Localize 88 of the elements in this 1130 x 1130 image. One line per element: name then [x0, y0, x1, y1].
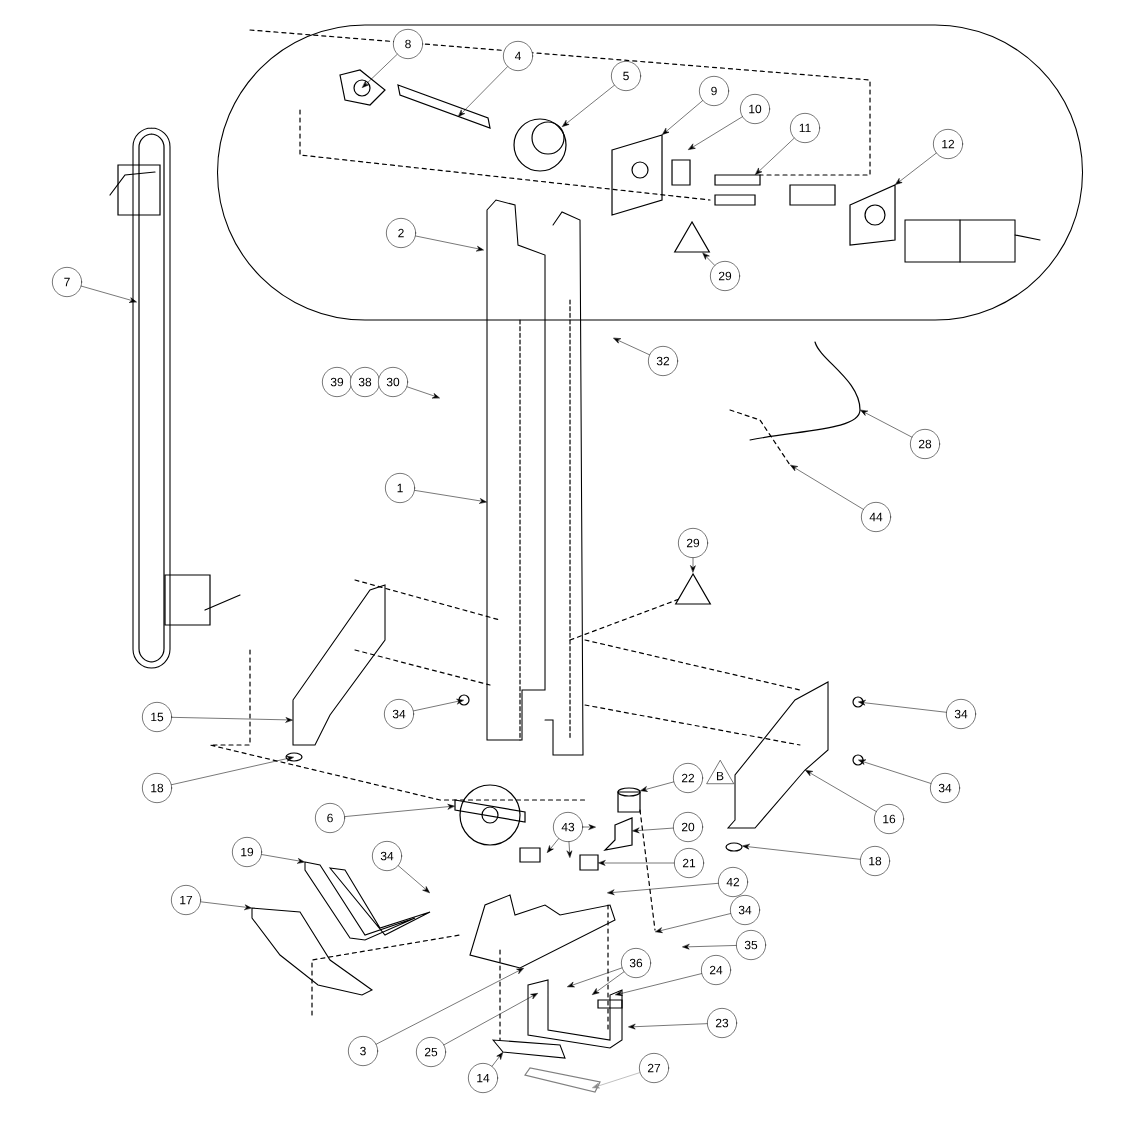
leader-line [415, 235, 484, 252]
leader-line [858, 759, 932, 784]
callout-number: 34 [930, 773, 960, 803]
callout-number: 10 [740, 94, 770, 124]
callout-number: 6 [315, 803, 345, 833]
callout-number: 16 [874, 804, 904, 834]
leader-line [790, 465, 864, 510]
leader-line [443, 993, 538, 1046]
callout-number: 28 [910, 429, 940, 459]
callout-number: 35 [736, 930, 766, 960]
callout-number: 12 [933, 129, 963, 159]
callout-number: 44 [861, 502, 891, 532]
callout-number: 30 [378, 367, 408, 397]
leader-line [858, 700, 947, 713]
callout-number: 36 [621, 948, 651, 978]
callout-number: 18 [860, 846, 890, 876]
leader-line [592, 971, 625, 995]
leader-line [458, 66, 508, 117]
callout-number: 32 [648, 346, 678, 376]
leader-line [615, 973, 702, 996]
leader-line [567, 967, 623, 988]
callout-number: 29 [710, 261, 740, 291]
leader-line [805, 770, 877, 812]
leader-line [895, 152, 937, 185]
leader-line [261, 854, 305, 864]
callout-number: 29 [678, 528, 708, 558]
leader-line [682, 944, 737, 950]
callout-number: 43 [553, 812, 583, 842]
callout-number: 25 [416, 1037, 446, 1067]
leader-line [755, 137, 795, 175]
callout-number: 1 [385, 473, 415, 503]
callout-number: 22 [673, 763, 703, 793]
callout-number: 24 [701, 955, 731, 985]
callout-number: 8 [393, 29, 423, 59]
leader-line [598, 860, 675, 866]
leader-line [640, 781, 674, 792]
leader-line [582, 824, 596, 830]
callout-number: 7 [52, 267, 82, 297]
leader-line [688, 116, 743, 150]
leader-line [860, 410, 913, 438]
leader-line [200, 901, 252, 910]
leader-line [491, 1052, 503, 1067]
callout-number: 14 [468, 1063, 498, 1093]
callout-number: 15 [142, 702, 172, 732]
leader-line [171, 755, 294, 785]
callout-number: 39 [322, 367, 352, 397]
leader-line [607, 883, 719, 896]
callout-number: 11 [790, 113, 820, 143]
leader-line [566, 841, 573, 858]
leader-line [655, 913, 731, 933]
callout-number: 42 [718, 867, 748, 897]
leader-line [632, 827, 674, 834]
leader-line [702, 252, 715, 266]
leader-line [413, 698, 464, 712]
callout-number: 34 [730, 895, 760, 925]
leader-line [81, 285, 137, 303]
leader-line [628, 1023, 708, 1030]
callout-number: 18 [142, 773, 172, 803]
leader-line [171, 717, 293, 723]
callout-number: 21 [674, 848, 704, 878]
callout-number: 3 [348, 1036, 378, 1066]
leader-line [562, 85, 615, 127]
callout-number: 20 [673, 812, 703, 842]
callout-number: 17 [171, 885, 201, 915]
leader-line [547, 838, 559, 853]
leader-line [344, 804, 455, 817]
callout-number: 27 [639, 1053, 669, 1083]
callout-number: 4 [503, 41, 533, 71]
revision-triangle: B [706, 760, 734, 784]
leader-line [592, 1072, 641, 1089]
leader-line [613, 338, 650, 356]
callout-number: 9 [699, 76, 729, 106]
leader-line [414, 490, 487, 504]
callout-number: 38 [350, 367, 380, 397]
leader-line [376, 968, 524, 1045]
leader-line [398, 865, 430, 893]
leader-line [742, 844, 861, 860]
callout-number: 19 [232, 837, 262, 867]
leader-line [662, 100, 703, 135]
callout-number: 2 [386, 218, 416, 248]
leader-line [406, 386, 440, 399]
leader-line [362, 54, 398, 88]
callout-number: 34 [384, 699, 414, 729]
leader-line [690, 557, 696, 573]
callout-number: 5 [611, 61, 641, 91]
callout-number: 23 [707, 1008, 737, 1038]
callout-number: 34 [946, 699, 976, 729]
callout-number: 34 [372, 841, 402, 871]
